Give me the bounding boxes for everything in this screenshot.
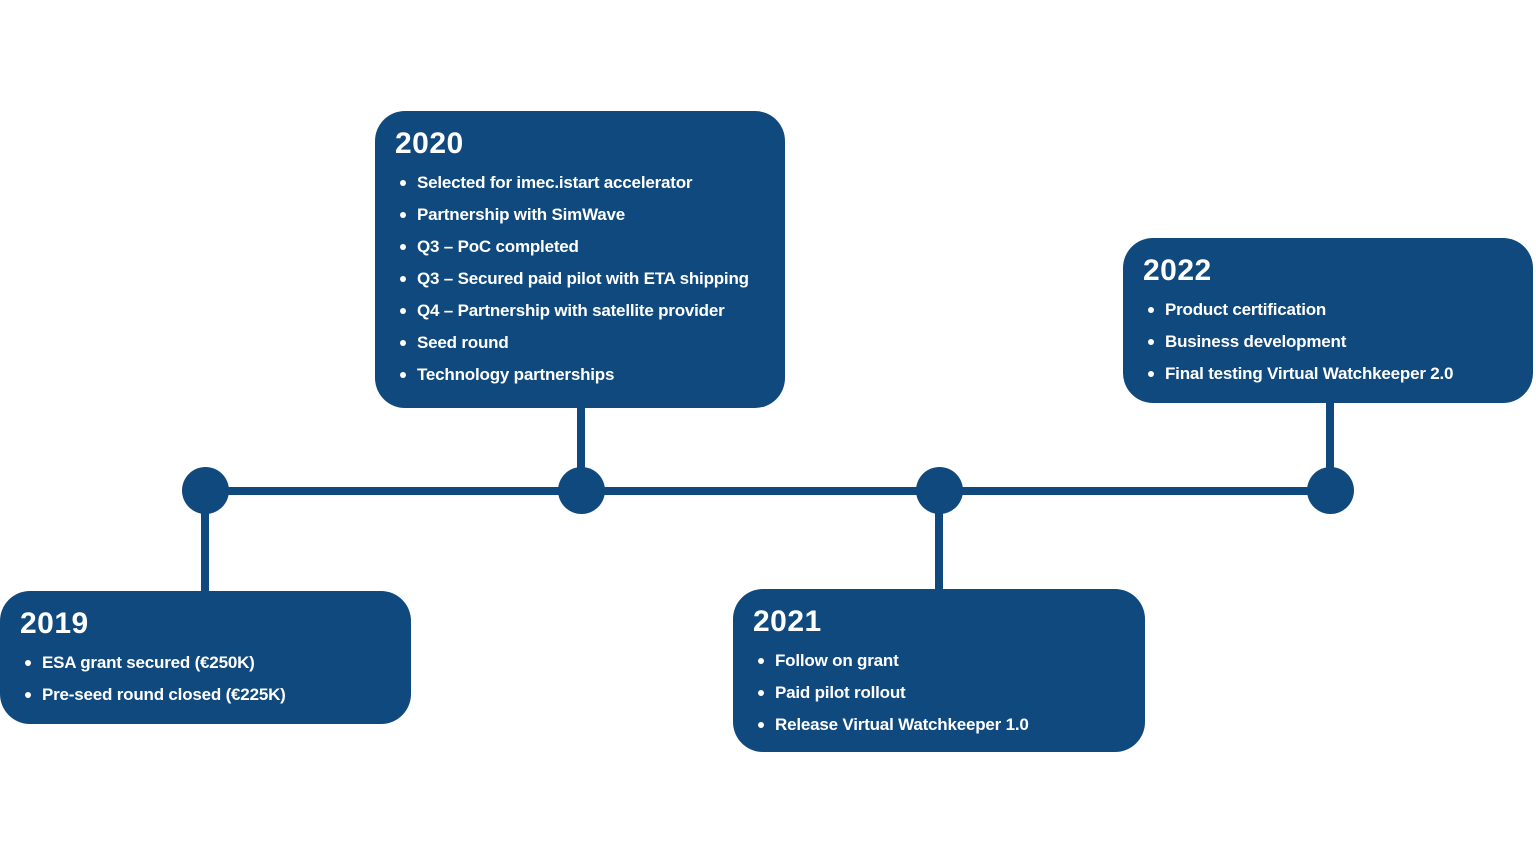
- milestone-item-list: Follow on grant Paid pilot rollout Relea…: [753, 645, 1129, 741]
- milestone-card-2021: 2021 Follow on grant Paid pilot rollout …: [733, 589, 1145, 752]
- milestone-item: Release Virtual Watchkeeper 1.0: [753, 709, 1129, 741]
- milestone-year: 2020: [395, 127, 464, 160]
- timeline-node-2021: [916, 467, 963, 514]
- milestone-item: Seed round: [395, 327, 769, 359]
- timeline-connector-2022: [1326, 399, 1334, 495]
- milestone-item: Q3 – Secured paid pilot with ETA shippin…: [395, 263, 769, 295]
- timeline-node-2022: [1307, 467, 1354, 514]
- milestone-card-2020: 2020 Selected for imec.istart accelerato…: [375, 111, 785, 408]
- milestone-item-list: Product certification Business developme…: [1143, 294, 1517, 390]
- timeline-node-2019: [182, 467, 229, 514]
- timeline-connector-2019: [201, 491, 209, 595]
- milestone-item: Paid pilot rollout: [753, 677, 1129, 709]
- milestone-year: 2021: [753, 605, 822, 638]
- milestone-item: Final testing Virtual Watchkeeper 2.0: [1143, 358, 1517, 390]
- milestone-item: Selected for imec.istart accelerator: [395, 167, 769, 199]
- milestone-item: ESA grant secured (€250K): [20, 647, 395, 679]
- milestone-item-list: Selected for imec.istart accelerator Par…: [395, 167, 769, 391]
- timeline-connector-2020: [577, 400, 585, 495]
- milestone-item: Product certification: [1143, 294, 1517, 326]
- milestone-item-list: ESA grant secured (€250K) Pre-seed round…: [20, 647, 395, 711]
- timeline-node-2020: [558, 467, 605, 514]
- milestone-item: Q3 – PoC completed: [395, 231, 769, 263]
- milestone-year: 2019: [20, 607, 89, 640]
- milestone-item: Pre-seed round closed (€225K): [20, 679, 395, 711]
- timeline-connector-2021: [935, 487, 943, 593]
- milestone-item: Technology partnerships: [395, 359, 769, 391]
- milestone-item: Q4 – Partnership with satellite provider: [395, 295, 769, 327]
- milestone-card-2019: 2019 ESA grant secured (€250K) Pre-seed …: [0, 591, 411, 724]
- timeline-line: [205, 487, 1330, 495]
- milestone-item: Business development: [1143, 326, 1517, 358]
- milestone-item: Partnership with SimWave: [395, 199, 769, 231]
- milestone-item: Follow on grant: [753, 645, 1129, 677]
- milestone-year: 2022: [1143, 254, 1212, 287]
- milestone-card-2022: 2022 Product certification Business deve…: [1123, 238, 1533, 403]
